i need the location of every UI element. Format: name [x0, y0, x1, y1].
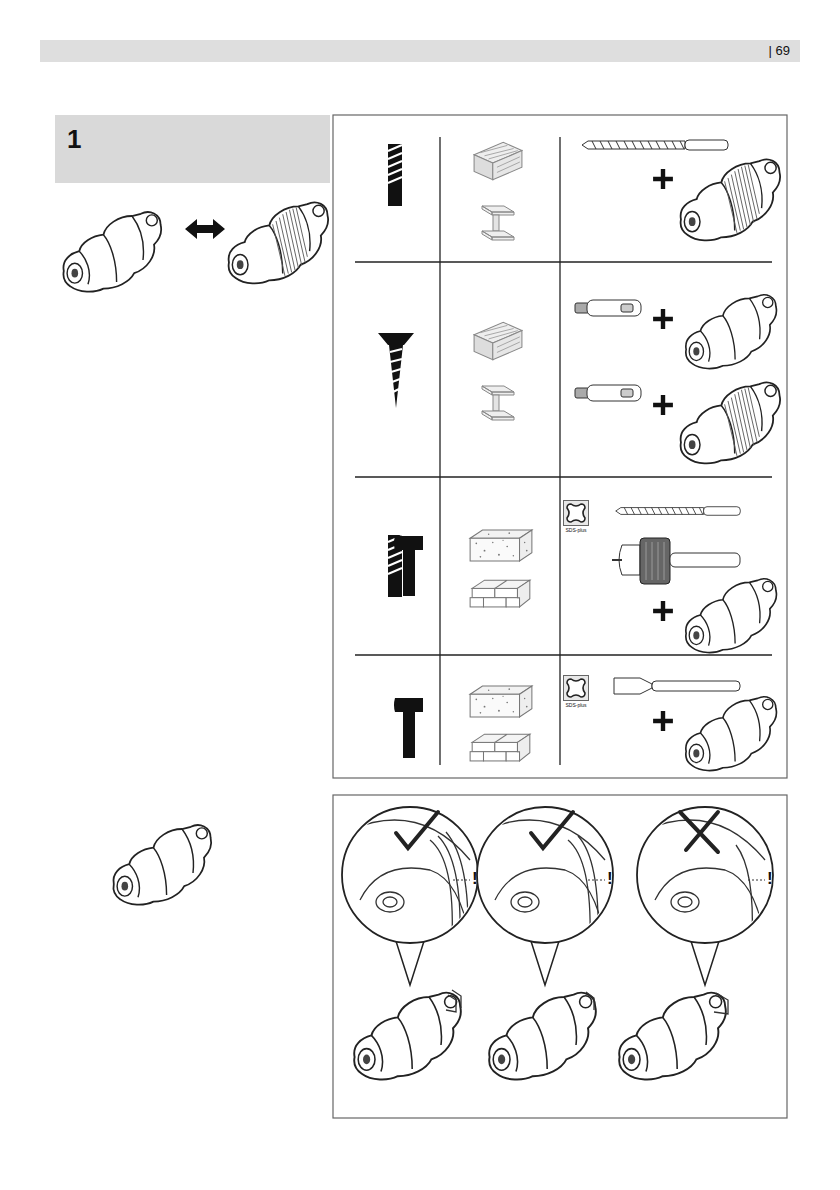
step-heading-band: 1	[55, 115, 330, 183]
warning-mark: !	[767, 870, 773, 887]
system-label: SDS-plus	[565, 703, 586, 708]
step-number: 1	[67, 125, 318, 154]
warning-mark: !	[607, 870, 613, 887]
system-label: SDS-plus	[565, 528, 586, 533]
page-number: | 69	[50, 44, 790, 58]
page-number-bar: | 69	[40, 40, 800, 62]
warning-mark: !	[472, 870, 478, 887]
